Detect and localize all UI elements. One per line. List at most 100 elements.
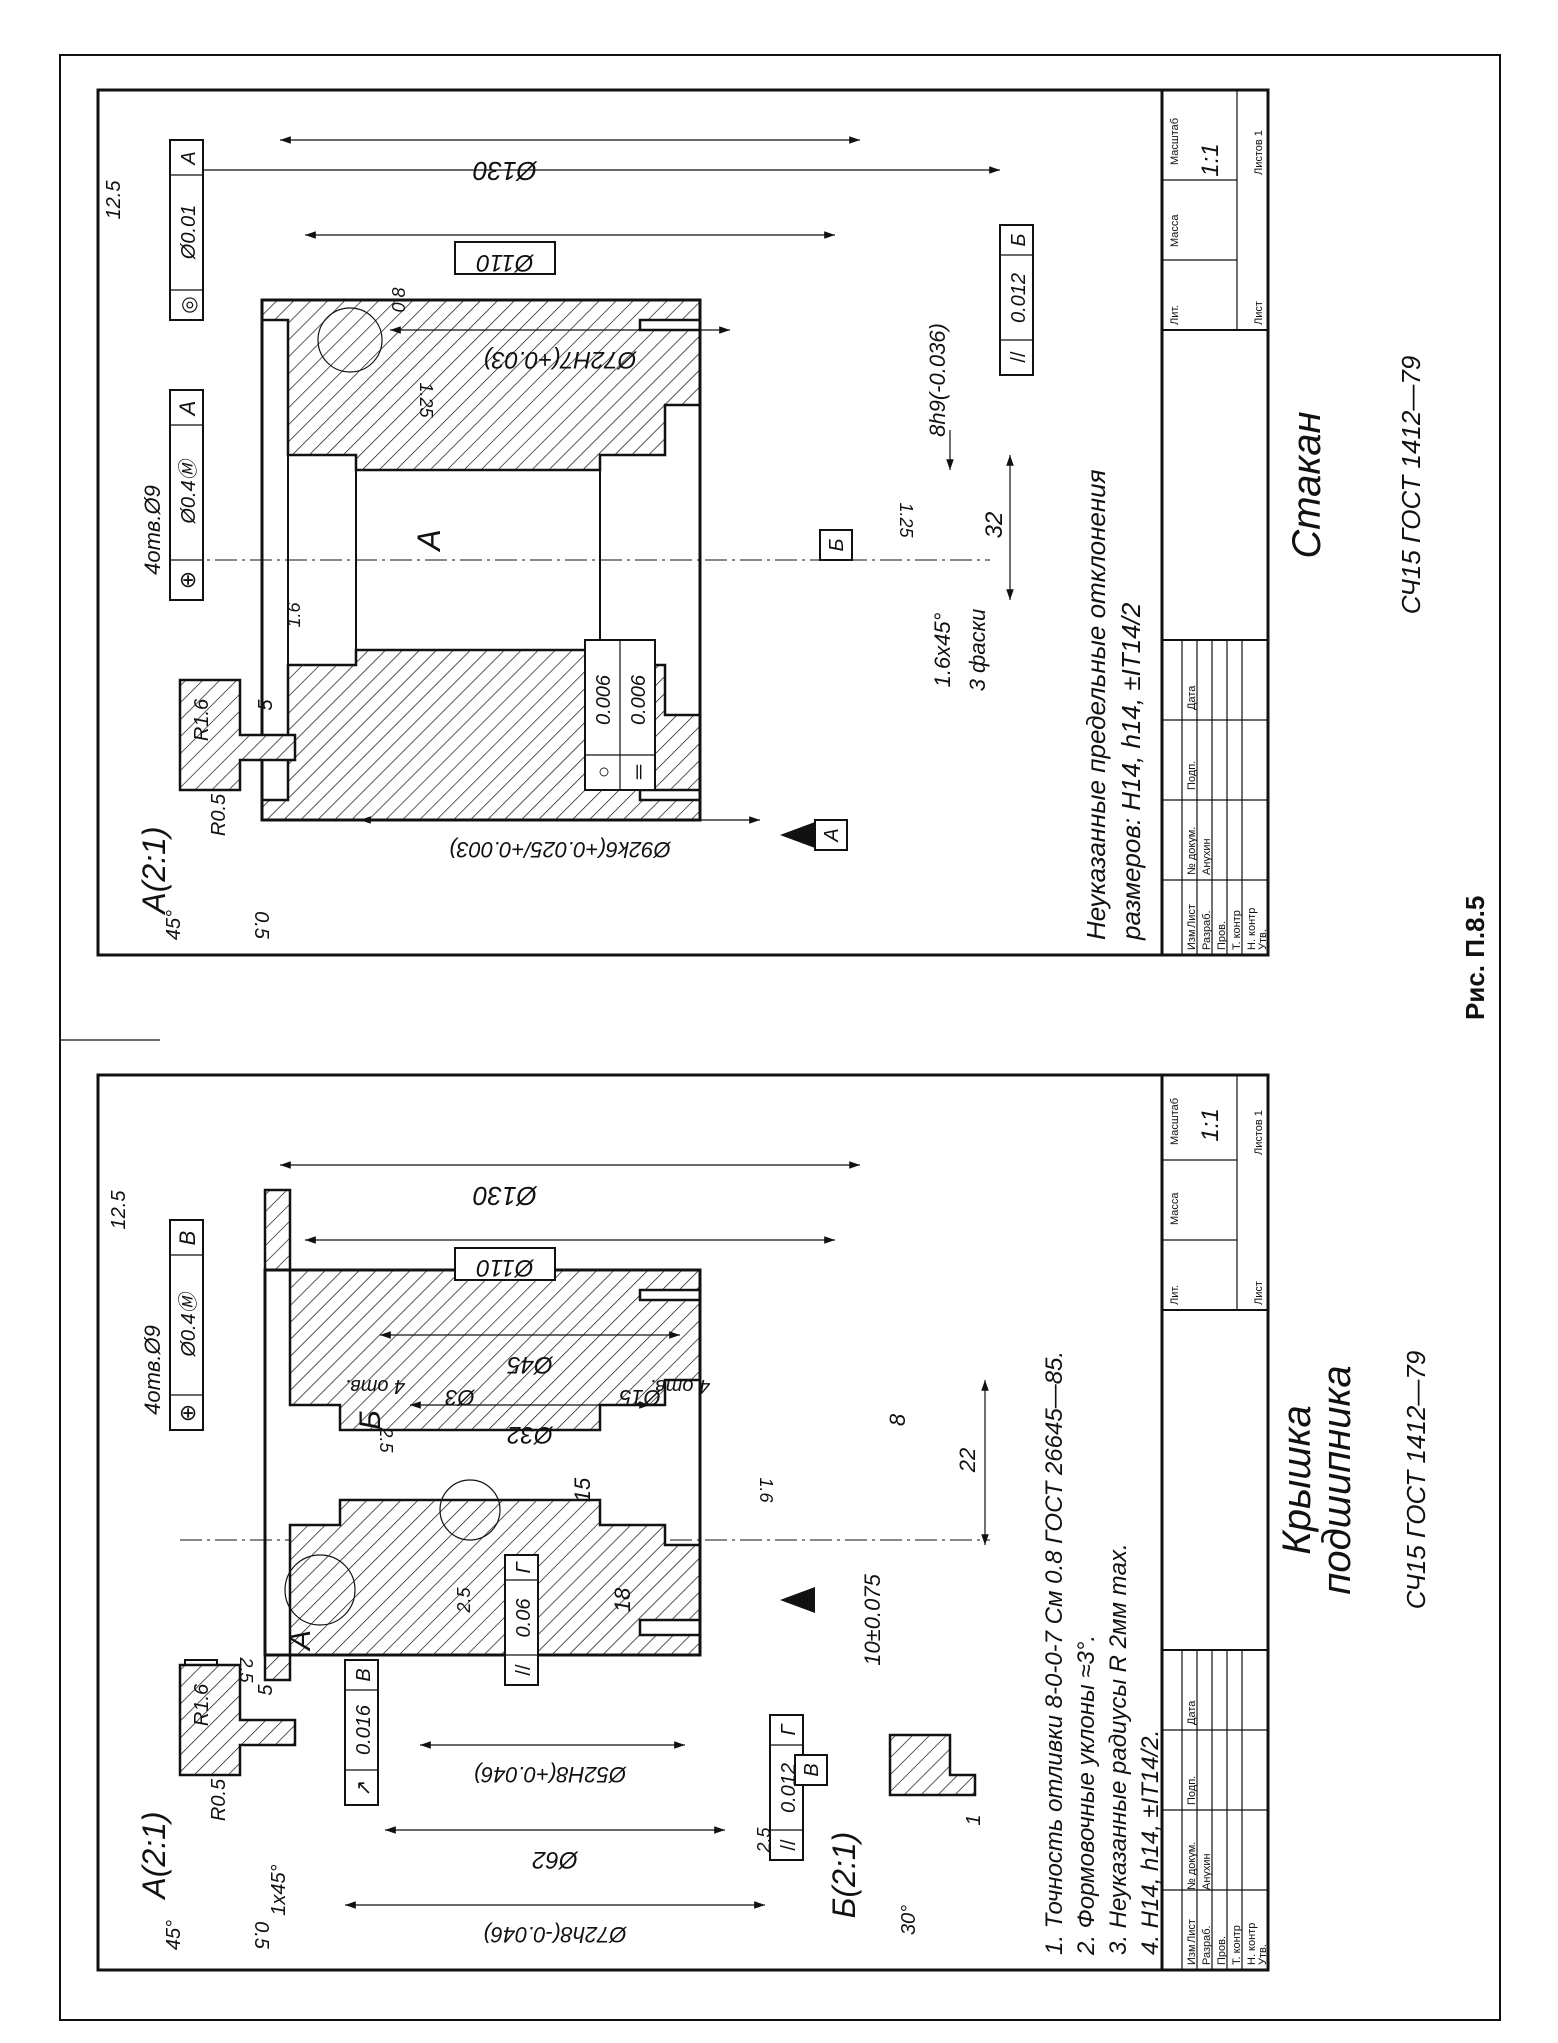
svg-text:0.016: 0.016: [353, 1704, 375, 1755]
svg-text:0.5: 0.5: [250, 911, 272, 940]
stakan-tb-row-0: Разраб.: [1201, 910, 1213, 950]
svg-text:Ø52H8(+0.046): Ø52H8(+0.046): [474, 1762, 627, 1787]
stakan-roughness-3: 1.25: [416, 382, 436, 418]
kryshka-runout-tol: ↗ 0.016 В: [344, 1659, 379, 1806]
kryshka-dim-18: 18: [610, 1587, 635, 1612]
stakan-tb-row-4: Утв.: [1257, 929, 1269, 950]
svg-text:Ø0.01: Ø0.01: [178, 205, 200, 260]
kryshka-note-1: 1. Точность отливки 8-0-0-7 См 0.8 ГОСТ …: [1041, 1351, 1068, 1955]
kryshka-dim-52: Ø52H8(+0.046): [420, 1741, 685, 1787]
svg-text:0.006: 0.006: [628, 674, 650, 725]
kryshka-frame: [96, 1073, 1270, 1972]
kryshka-header-scale: Масштаб: [1169, 1098, 1181, 1145]
kryshka-roughness-general: 12.5: [108, 1190, 130, 1230]
kryshka-roughness-2: 2.5: [376, 1426, 396, 1453]
svg-text:A: A: [178, 151, 200, 165]
kryshka-detail-a: A(2:1) R1.6 R0.5 5 45° 0.5 1x45°: [136, 1663, 297, 1950]
kryshka-tb-header-4: Дата: [1186, 1700, 1198, 1725]
stakan-tb-developer: Анухин: [1201, 838, 1213, 875]
kryshka-dim-62: Ø62: [385, 1826, 725, 1873]
stakan-position-tol: ⊕ Ø0.4Ⓜ A: [169, 389, 204, 601]
kryshka-roughness-3: 2.5: [454, 1587, 474, 1614]
kryshka-part-section: [180, 1188, 990, 1682]
kryshka-tb-header-0: Изм: [1186, 1944, 1198, 1965]
figure-caption: Рис. П.8.5: [1460, 895, 1490, 1020]
stakan-detail-a: A(2:1) R1.6 R0.5 5 45° 0.5: [136, 678, 297, 940]
svg-text:Ø72h8(-0.046): Ø72h8(-0.046): [483, 1922, 627, 1947]
stakan-frame: [96, 88, 1270, 957]
kryshka-tb-header-2: № докум.: [1186, 1842, 1198, 1890]
kryshka-dim-32: Ø32: [410, 1401, 650, 1448]
kryshka-dim-10: 10±0.075: [860, 1573, 885, 1665]
stakan-header-sheet: Лист: [1253, 301, 1265, 325]
svg-text:Ø0.4Ⓜ: Ø0.4Ⓜ: [178, 457, 200, 524]
stakan-roundness-tol: ○ 0.006 ═ 0.006: [584, 639, 656, 791]
svg-text:5: 5: [255, 699, 277, 711]
kryshka-header-lit: Лит.: [1169, 1285, 1181, 1305]
svg-text:5: 5: [255, 1684, 277, 1696]
kryshka-tb-row-3: Н. контр: [1246, 1923, 1258, 1965]
svg-text:Ø32: Ø32: [507, 1421, 553, 1448]
svg-text:R1.6: R1.6: [191, 1683, 213, 1726]
kryshka-tb-header-1: Лист: [1186, 1919, 1198, 1943]
kryshka-tb-row-0: Разраб.: [1201, 1925, 1213, 1965]
svg-text:45°: 45°: [163, 910, 185, 940]
stakan-parallel-tol: // 0.012 Б: [999, 224, 1034, 376]
svg-text:В: В: [801, 1763, 823, 1776]
svg-text:A: A: [821, 828, 843, 842]
kryshka-dim-72: Ø72h8(-0.046): [345, 1901, 765, 1947]
svg-text:32: 32: [981, 512, 1008, 539]
svg-text:Б: Б: [1008, 233, 1030, 246]
stakan-datum-b: Б: [819, 529, 853, 561]
svg-text:⊕: ⊕: [175, 571, 200, 589]
kryshka-datum-v: В: [780, 1587, 828, 1786]
stakan-dim-32: 32: [981, 455, 1014, 600]
kryshka-dim-22: 22: [955, 1380, 989, 1545]
stakan-concentricity-tol: ◎ Ø0.01 A: [169, 139, 204, 321]
svg-text:Ø72H7(+0.03): Ø72H7(+0.03): [484, 346, 638, 373]
stakan-tb-header-0: Изм: [1186, 929, 1198, 950]
kryshka-header-sheet: Лист: [1253, 1281, 1265, 1305]
svg-text:Б: Б: [826, 538, 848, 551]
kryshka-material: СЧ15 ГОСТ 1412—79: [1401, 1351, 1431, 1610]
stakan-note-2: размеров: H14, h14, ±IT14/2: [1116, 602, 1146, 941]
kryshka-title-line2: подшипника: [1315, 1365, 1359, 1594]
svg-text:A: A: [175, 401, 200, 418]
stakan-header-lit: Лит.: [1169, 305, 1181, 325]
svg-text:◎: ◎: [178, 296, 200, 313]
stakan-hole-callout: 4отв.Ø9: [140, 485, 165, 575]
svg-text://: //: [513, 1664, 535, 1676]
svg-text:Ø45: Ø45: [507, 1351, 554, 1378]
stakan-datum-a: A: [780, 819, 848, 851]
stakan-chamfer-note: 1.6x45°: [930, 612, 955, 687]
svg-text:Г: Г: [513, 1560, 535, 1573]
kryshka-dim-15: Ø15: [618, 1385, 661, 1410]
kryshka-label-b: Б: [354, 1410, 387, 1430]
kryshka-dim-130: Ø130: [280, 1161, 860, 1211]
stakan-tb-header-4: Дата: [1186, 685, 1198, 710]
stakan-dim-130: Ø130: [280, 136, 860, 186]
stakan-roughness-4: 1.25: [896, 502, 916, 538]
svg-text:Ø110: Ø110: [476, 1254, 535, 1281]
svg-text:Ø92k6(+0.025/+0.003): Ø92k6(+0.025/+0.003): [449, 837, 671, 862]
svg-text:Г: Г: [778, 1722, 800, 1735]
svg-text:1x45°: 1x45°: [268, 1864, 290, 1915]
stakan-dim-72: Ø72H7(+0.03): [390, 326, 730, 373]
stakan-dim-92: Ø92k6(+0.025/+0.003): [360, 816, 760, 862]
svg-text:0.006: 0.006: [593, 674, 615, 725]
svg-text:R0.5: R0.5: [208, 1778, 230, 1821]
stakan-roughness-1: 1.6: [284, 602, 304, 628]
kryshka-dim-8: 8: [885, 1413, 910, 1426]
svg-text:↗: ↗: [353, 1780, 375, 1797]
svg-text:22: 22: [955, 1448, 980, 1473]
svg-text:A(2:1): A(2:1): [136, 826, 172, 915]
kryshka-note-3: 3. Неуказанные радиусы R 2мм max.: [1105, 1543, 1132, 1955]
kryshka-title-line1: Крышка: [1275, 1405, 1319, 1555]
stakan-tb-row-1: Пров.: [1216, 921, 1228, 950]
svg-text:В: В: [175, 1231, 200, 1246]
svg-text:Ø130: Ø130: [473, 156, 538, 186]
drawing-stakan: Изм Лист № докум. Подп. Дата Разраб. Ану…: [96, 88, 1426, 957]
svg-text:⊕: ⊕: [175, 1404, 200, 1422]
svg-text:45°: 45°: [163, 1920, 185, 1950]
svg-text:Ø130: Ø130: [473, 1181, 538, 1211]
